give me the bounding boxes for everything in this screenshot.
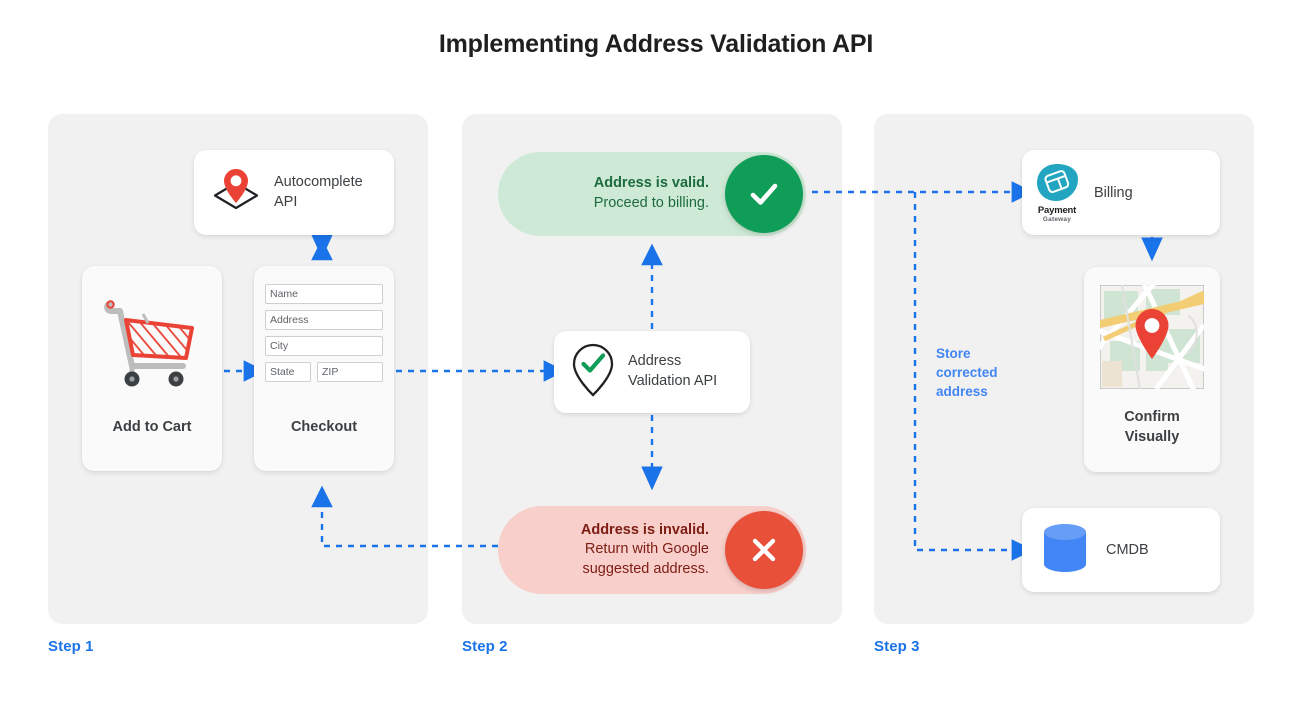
store-corrected-address-label: Store corrected address [936,346,998,400]
billing-label: Billing [1094,184,1133,201]
add-to-cart-card[interactable]: Add to Cart [82,266,222,471]
address-field[interactable]: Address [265,310,383,330]
page-title: Implementing Address Validation API [438,30,874,58]
cmdb-card[interactable]: CMDB [1022,508,1220,592]
check-icon [725,155,803,233]
step-2-label: Step 2 [462,638,508,655]
confirm-visually-label-line1: Confirm [1124,409,1180,425]
city-field[interactable]: City [265,336,383,356]
payment-gateway-name: Payment [1037,205,1077,216]
address-validation-api-label: Address Validation API [628,353,718,389]
confirm-visually-card[interactable]: Confirm Visually [1084,267,1220,472]
billing-card[interactable]: Payment Gateway Billing [1022,150,1220,235]
address-validation-api-card[interactable]: Address Validation API [554,331,750,413]
payment-gateway-logo-icon: Payment Gateway [1034,162,1080,223]
address-valid-text: Address is valid. Proceed to billing. [594,174,709,213]
checkout-form: Name Address City State ZIP [265,284,383,388]
address-valid-pill[interactable]: Address is valid. Proceed to billing. [498,152,806,236]
address-valid-headline: Address is valid. [593,175,709,192]
cmdb-label: CMDB [1106,542,1149,558]
database-cylinder-icon [1040,521,1090,580]
confirm-visually-label: Confirm Visually [1124,408,1180,447]
checkout-card[interactable]: Name Address City State ZIP Checkout [254,266,394,471]
autocomplete-api-card[interactable]: Autocomplete API [194,150,394,235]
add-to-cart-label: Add to Cart [112,419,192,435]
address-invalid-text: Address is invalid. Return with Google s… [581,521,709,580]
autocomplete-api-label: Autocomplete API [274,173,363,210]
name-field[interactable]: Name [265,284,383,304]
step-3-label: Step 3 [874,638,920,655]
close-icon [725,511,803,589]
payment-gateway-sub: Gateway [1042,216,1072,223]
shopping-cart-icon [100,290,204,395]
step-1-label: Step 1 [48,638,94,655]
checkout-label: Checkout [290,419,358,435]
address-invalid-headline: Address is invalid. [580,521,709,538]
address-invalid-detail-line1: Return with Google [584,541,709,558]
map-thumbnail-icon [1093,277,1211,397]
state-zip-row: State ZIP [265,362,383,388]
zip-field[interactable]: ZIP [317,362,383,382]
map-pin-on-diamond-icon [208,164,264,221]
address-valid-detail: Proceed to billing. [593,195,709,211]
pin-check-icon [568,341,618,404]
address-invalid-pill[interactable]: Address is invalid. Return with Google s… [498,506,806,594]
state-field[interactable]: State [265,362,311,382]
confirm-visually-label-line2: Visually [1124,428,1180,445]
address-invalid-detail-line2: suggested address. [582,560,709,577]
